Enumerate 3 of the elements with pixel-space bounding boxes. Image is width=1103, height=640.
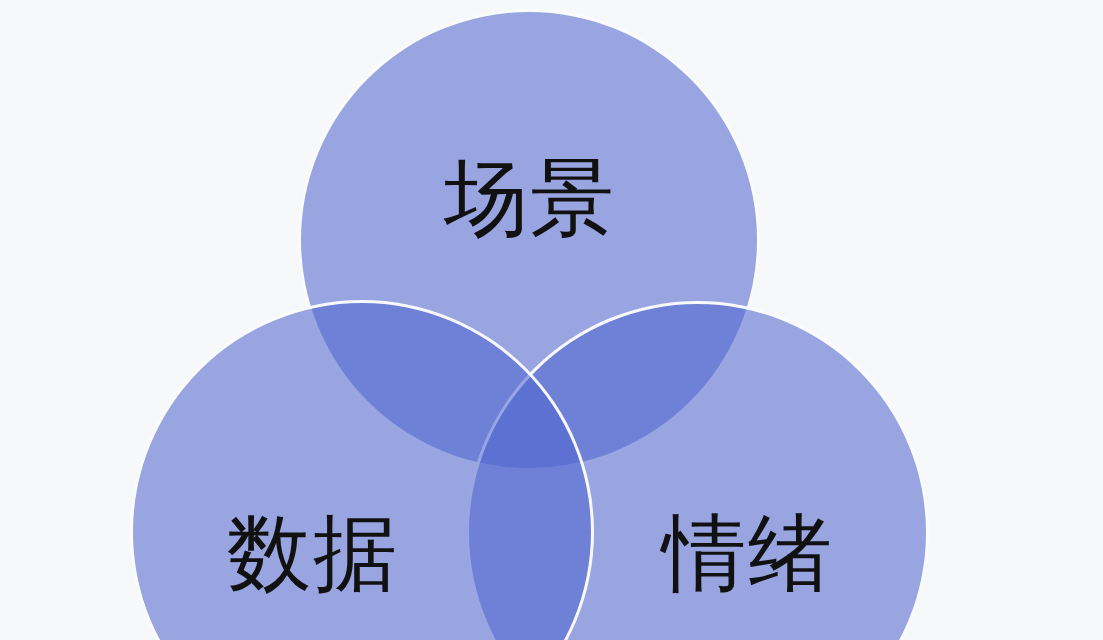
circle-label: 情绪 (662, 511, 834, 595)
circle-label: 数据 (227, 511, 399, 595)
circle-label: 场景 (444, 156, 616, 240)
